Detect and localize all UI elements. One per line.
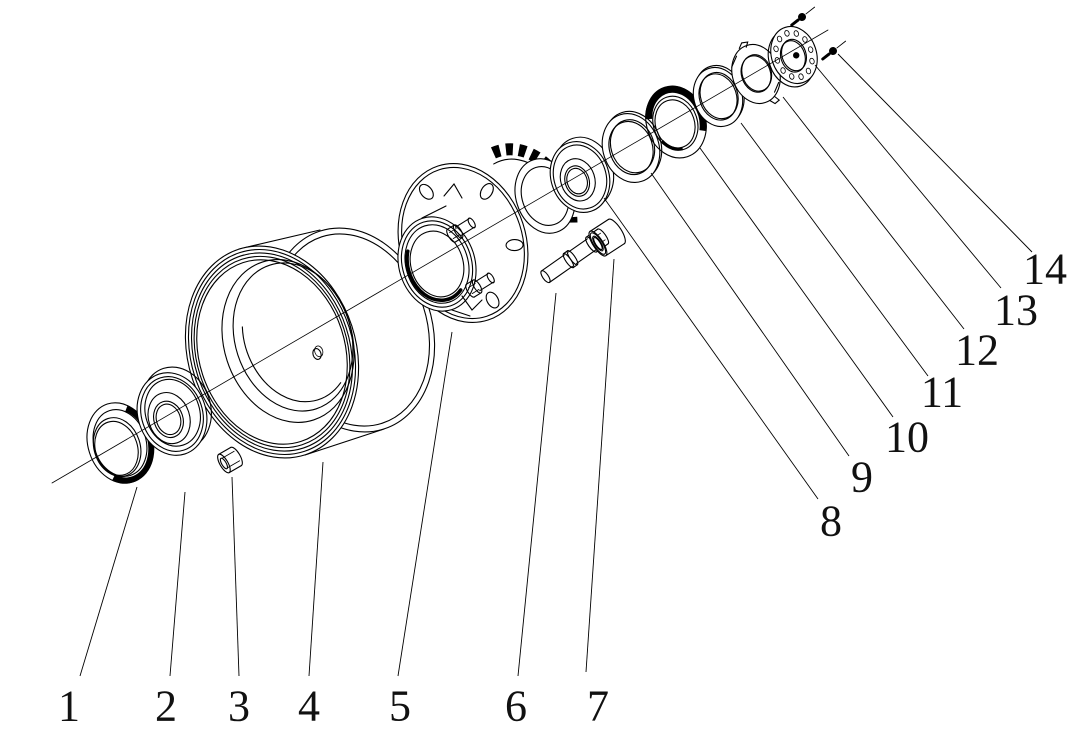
drum-face-hole xyxy=(312,345,324,360)
part-3-hex-nut xyxy=(217,446,243,474)
part-label-2: 2 xyxy=(155,682,177,731)
part-11-flat-washer xyxy=(692,64,745,128)
part-7-spacer-sleeve xyxy=(588,218,626,257)
part-label-13: 13 xyxy=(994,286,1038,335)
leader-line-hex-nut xyxy=(231,476,240,677)
part-label-6: 6 xyxy=(505,682,527,731)
part-14-screw xyxy=(790,6,816,27)
leader-line-thrust-washer xyxy=(650,172,850,457)
part-label-4: 4 xyxy=(298,682,320,731)
part-14-screw xyxy=(821,40,847,61)
part-6-stud-bolt xyxy=(540,228,610,284)
leader-line-retaining-screws xyxy=(837,53,1033,253)
part-label-1: 1 xyxy=(58,682,80,731)
leader-line-wheel-hub xyxy=(397,331,453,677)
part-label-8: 8 xyxy=(820,497,842,546)
part-8-outer-bearing xyxy=(549,136,615,213)
part-9-thrust-washer xyxy=(601,110,663,183)
part-label-14: 14 xyxy=(1023,245,1067,294)
leader-line-outer-tapered-bearing xyxy=(603,197,819,500)
leader-line-tab-lock-washer xyxy=(782,96,965,330)
hub-stud xyxy=(446,217,476,243)
leader-line-inner-tapered-bearing xyxy=(169,491,186,677)
leader-line-lock-plate-flange xyxy=(814,64,1002,289)
part-label-5: 5 xyxy=(389,682,411,731)
part-label-12: 12 xyxy=(955,326,999,375)
hub-gusset-bottom xyxy=(461,295,483,311)
artwork xyxy=(51,6,847,484)
hub-gusset-top xyxy=(443,183,463,199)
part-label-3: 3 xyxy=(228,682,250,731)
hub-stud xyxy=(465,272,495,298)
part-label-7: 7 xyxy=(587,682,609,731)
assembly-centerline xyxy=(51,29,829,484)
part-label-11: 11 xyxy=(921,368,963,417)
leader-line-brake-drum xyxy=(308,461,324,677)
installed-screw-head xyxy=(793,52,800,59)
part-4-brake-drum xyxy=(184,227,436,459)
part-label-9: 9 xyxy=(851,453,873,502)
leader-line-wheel-stud-bolt xyxy=(517,292,557,677)
leader-line-spacer-sleeve xyxy=(585,258,615,673)
leader-line-oil-seal xyxy=(699,147,894,418)
leader-line-flat-washer xyxy=(740,122,929,377)
part-label-10: 10 xyxy=(885,413,929,462)
leader-line-seal-ring-inner xyxy=(79,486,138,677)
part-2-tapered-bearing xyxy=(136,366,212,456)
